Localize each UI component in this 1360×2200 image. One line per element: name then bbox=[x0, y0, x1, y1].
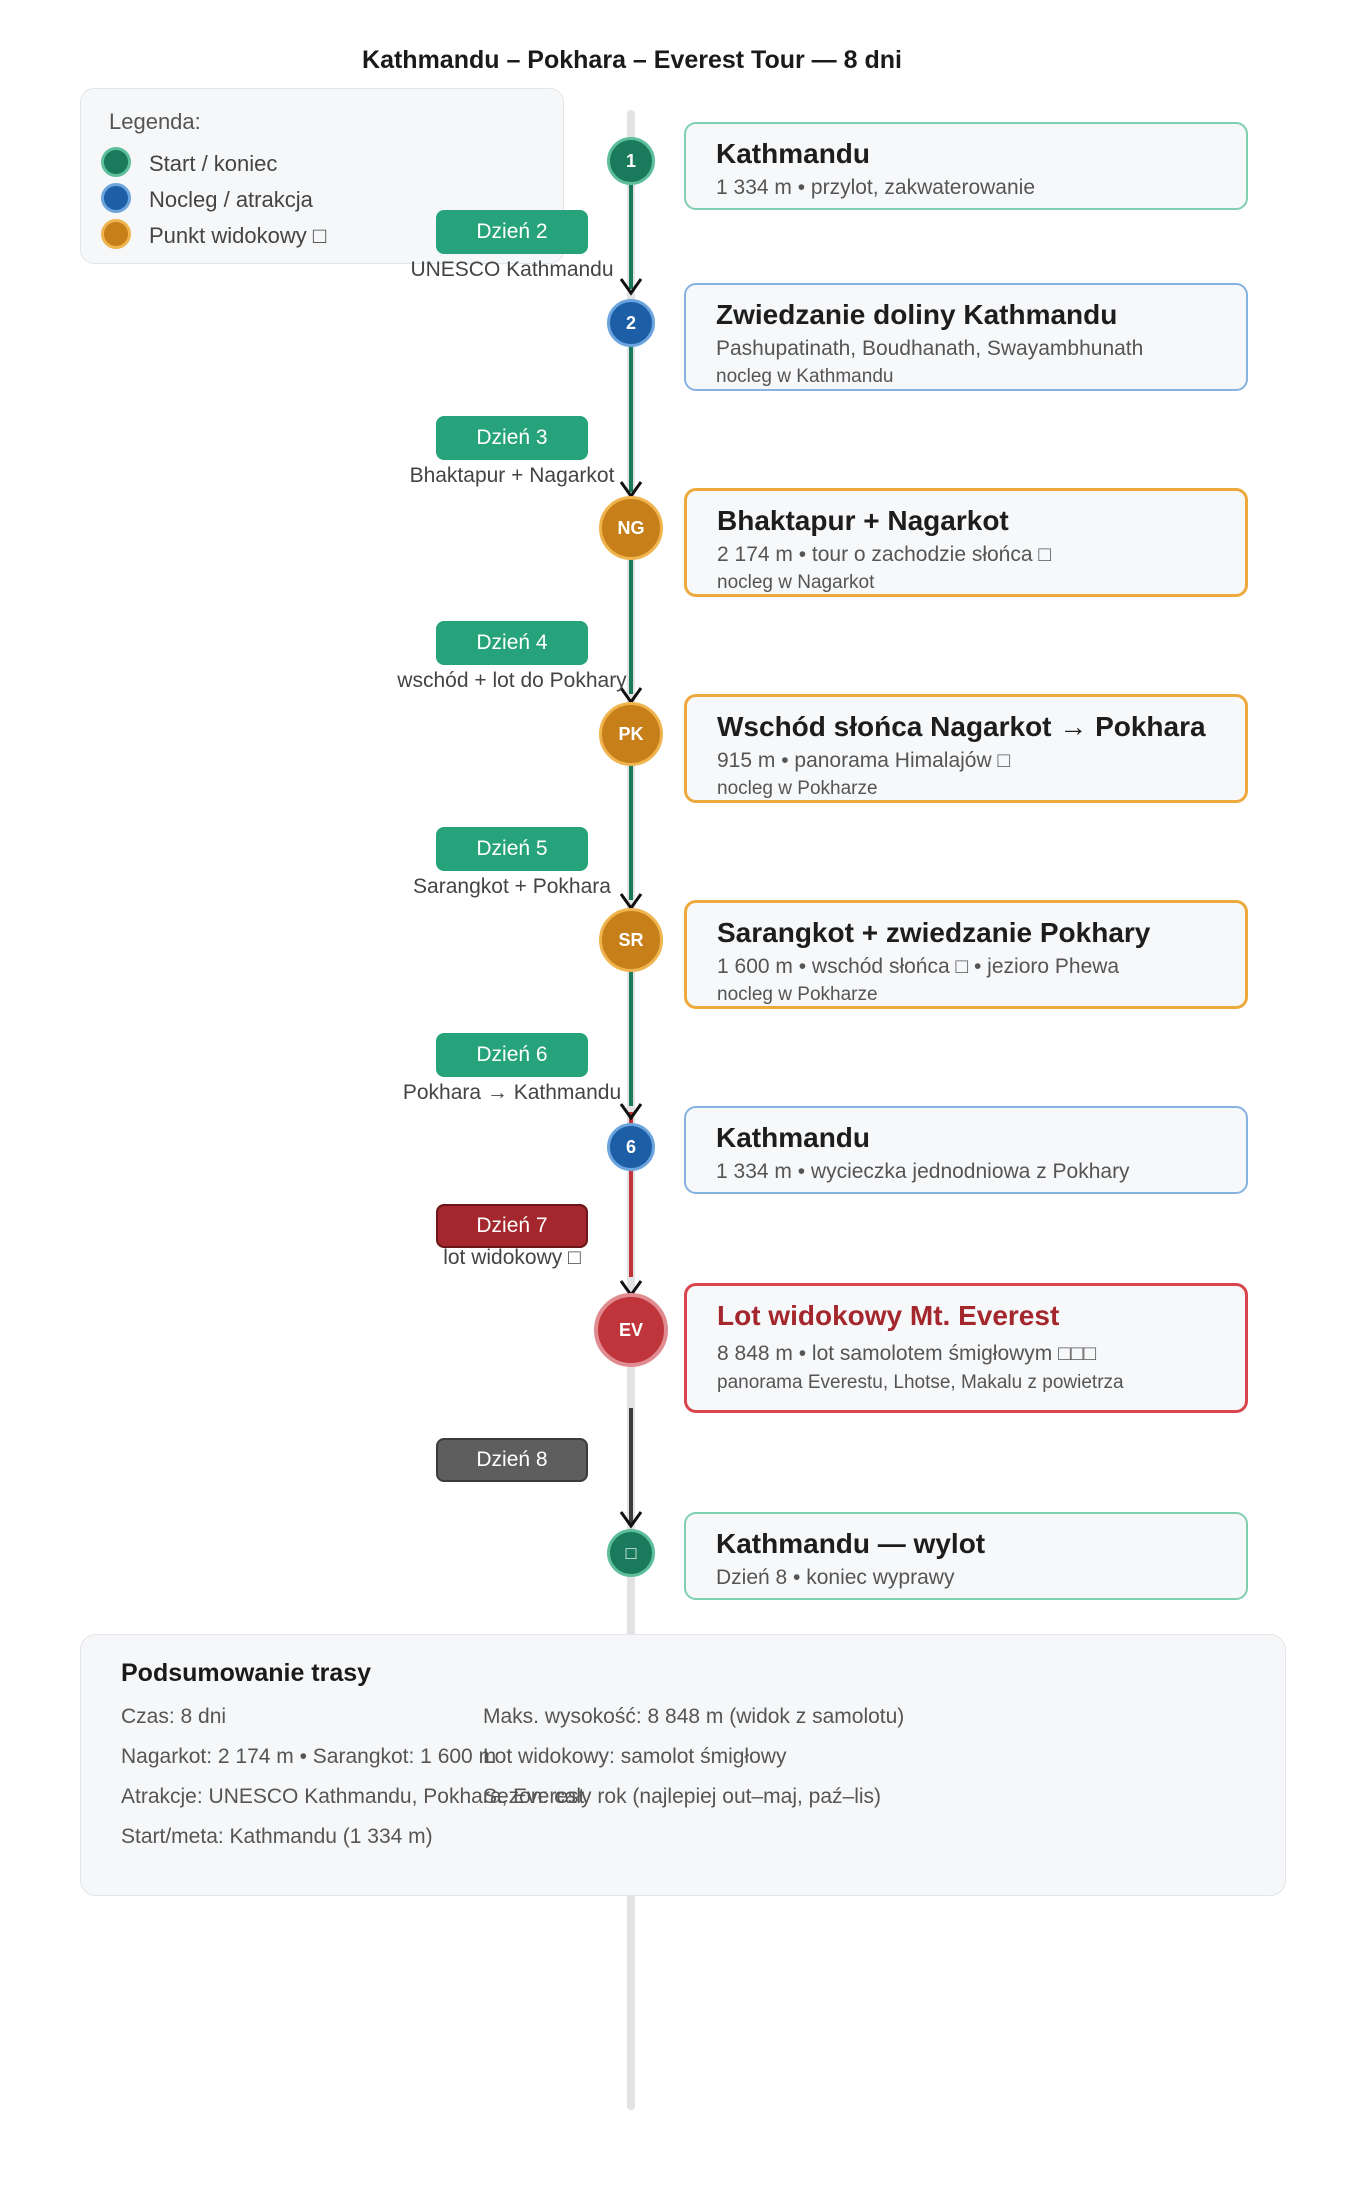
stop-subtitle: 1 334 m • przylot, zakwaterowanie bbox=[716, 176, 1035, 199]
stop-title: Lot widokowy Mt. Everest bbox=[717, 1300, 1060, 1331]
stop-note: nocleg w Pokharze bbox=[717, 984, 878, 1005]
stop-card: Kathmandu — wylot Dzień 8 • koniec wypra… bbox=[684, 1512, 1248, 1600]
summary-item: Sezon: cały rok (najlepiej out–maj, paź–… bbox=[483, 1785, 882, 1808]
summary-item: Start/meta: Kathmandu (1 334 m) bbox=[121, 1825, 433, 1848]
stop-card: Bhaktapur + Nagarkot 2 174 m • tour o za… bbox=[684, 488, 1248, 597]
stop-subtitle: Dzień 8 • koniec wyprawy bbox=[716, 1566, 955, 1589]
stop-note: panorama Everestu, Lhotse, Makalu z powi… bbox=[717, 1372, 1124, 1393]
day-note-text: Bhaktapur + Nagarkot bbox=[409, 464, 615, 487]
day-badge: Dzień 5 bbox=[436, 827, 588, 871]
day-note-text: lot widokowy □ bbox=[443, 1246, 581, 1269]
route-segment bbox=[629, 1408, 633, 1526]
summary-item: Maks. wysokość: 8 848 m (widok z samolot… bbox=[483, 1705, 905, 1728]
route-segment bbox=[629, 494, 633, 694]
route-segment bbox=[629, 1112, 633, 1277]
stop-card: Lot widokowy Mt. Everest 8 848 m • lot s… bbox=[684, 1283, 1248, 1413]
route-segment bbox=[629, 344, 633, 492]
stop-card: Zwiedzanie doliny Kathmandu Pashupatinat… bbox=[684, 283, 1248, 391]
day-note-text: wschód + lot do Pokhary bbox=[397, 669, 627, 692]
legend-title: Legenda: bbox=[109, 109, 201, 134]
stop-card: Kathmandu 1 334 m • wycieczka jednodniow… bbox=[684, 1106, 1248, 1194]
stop-title: Kathmandu bbox=[716, 138, 870, 169]
stop-marker: 6 bbox=[607, 1123, 655, 1171]
stop-marker: 2 bbox=[607, 299, 655, 347]
stop-card: Kathmandu 1 334 m • przylot, zakwaterowa… bbox=[684, 122, 1248, 210]
legend-label: Punkt widokowy □ bbox=[149, 223, 327, 248]
summary-item: Nagarkot: 2 174 m • Sarangkot: 1 600 m bbox=[121, 1745, 497, 1768]
day-badge: Dzień 6 bbox=[436, 1033, 588, 1077]
day-badge: Dzień 7 bbox=[436, 1204, 588, 1248]
day-badge: Dzień 3 bbox=[436, 416, 588, 460]
legend-label: Start / koniec bbox=[149, 151, 278, 176]
stop-title: Kathmandu — wylot bbox=[716, 1528, 986, 1559]
stop-card: Wschód słońca Nagarkot → Pokhara 915 m •… bbox=[684, 694, 1248, 803]
summary-title: Podsumowanie trasy bbox=[121, 1659, 372, 1687]
stop-title: Kathmandu bbox=[716, 1122, 870, 1153]
stop-title: Sarangkot + zwiedzanie Pokhary bbox=[717, 917, 1151, 948]
stop-note: nocleg w Kathmandu bbox=[716, 366, 894, 387]
stop-subtitle: 2 174 m • tour o zachodzie słońca □ bbox=[717, 543, 1052, 566]
summary-item: Czas: 8 dni bbox=[121, 1705, 227, 1728]
stop-marker: 1 bbox=[607, 137, 655, 185]
stop-marker: NG bbox=[599, 496, 663, 560]
stop-subtitle: 1 600 m • wschód słońca □ • jezioro Phew… bbox=[717, 955, 1120, 978]
day-badge: Dzień 4 bbox=[436, 621, 588, 665]
stop-subtitle: 1 334 m • wycieczka jednodniowa z Pokhar… bbox=[716, 1160, 1130, 1183]
stop-subtitle: Pashupatinath, Boudhanath, Swayambhunath bbox=[716, 337, 1144, 360]
stop-marker: SR bbox=[599, 908, 663, 972]
stop-subtitle: 915 m • panorama Himalajów □ bbox=[717, 749, 1011, 772]
stop-marker: □ bbox=[607, 1529, 655, 1577]
route-summary: Podsumowanie trasy Czas: 8 dni Nagarkot:… bbox=[80, 1634, 1286, 1896]
day-badge: Dzień 8 bbox=[436, 1438, 588, 1482]
route-segment bbox=[629, 906, 633, 1106]
stop-title: Bhaktapur + Nagarkot bbox=[717, 505, 1009, 536]
legend-label: Nocleg / atrakcja bbox=[149, 187, 313, 212]
summary-item: Lot widokowy: samolot śmigłowy bbox=[483, 1745, 787, 1768]
day-note-text: Pokhara → Kathmandu bbox=[402, 1081, 622, 1104]
route-segment bbox=[629, 700, 633, 900]
stop-title: Wschód słońca Nagarkot → Pokhara bbox=[717, 711, 1206, 742]
stop-title: Zwiedzanie doliny Kathmandu bbox=[716, 299, 1118, 330]
route-segment bbox=[629, 182, 633, 289]
stop-note: nocleg w Nagarkot bbox=[717, 572, 875, 593]
stop-marker: EV bbox=[594, 1293, 668, 1367]
stop-subtitle: 8 848 m • lot samolotem śmigłowym □□□ bbox=[717, 1342, 1097, 1365]
timeline-axis bbox=[627, 110, 635, 2110]
stop-marker: PK bbox=[599, 702, 663, 766]
summary-item: Atrakcje: UNESCO Kathmandu, Pokhara, Eve… bbox=[121, 1785, 585, 1808]
day-note-text: Sarangkot + Pokhara bbox=[413, 875, 611, 898]
stop-card: Sarangkot + zwiedzanie Pokhary 1 600 m •… bbox=[684, 900, 1248, 1009]
day-badge: Dzień 2 bbox=[436, 210, 588, 254]
stop-note: nocleg w Pokharze bbox=[717, 778, 878, 799]
diagram-title: Kathmandu – Pokhara – Everest Tour — 8 d… bbox=[362, 46, 902, 74]
legend-swatch bbox=[101, 183, 131, 213]
day-note-text: UNESCO Kathmandu bbox=[410, 258, 614, 281]
legend-swatch bbox=[101, 219, 131, 249]
legend-swatch bbox=[101, 147, 131, 177]
